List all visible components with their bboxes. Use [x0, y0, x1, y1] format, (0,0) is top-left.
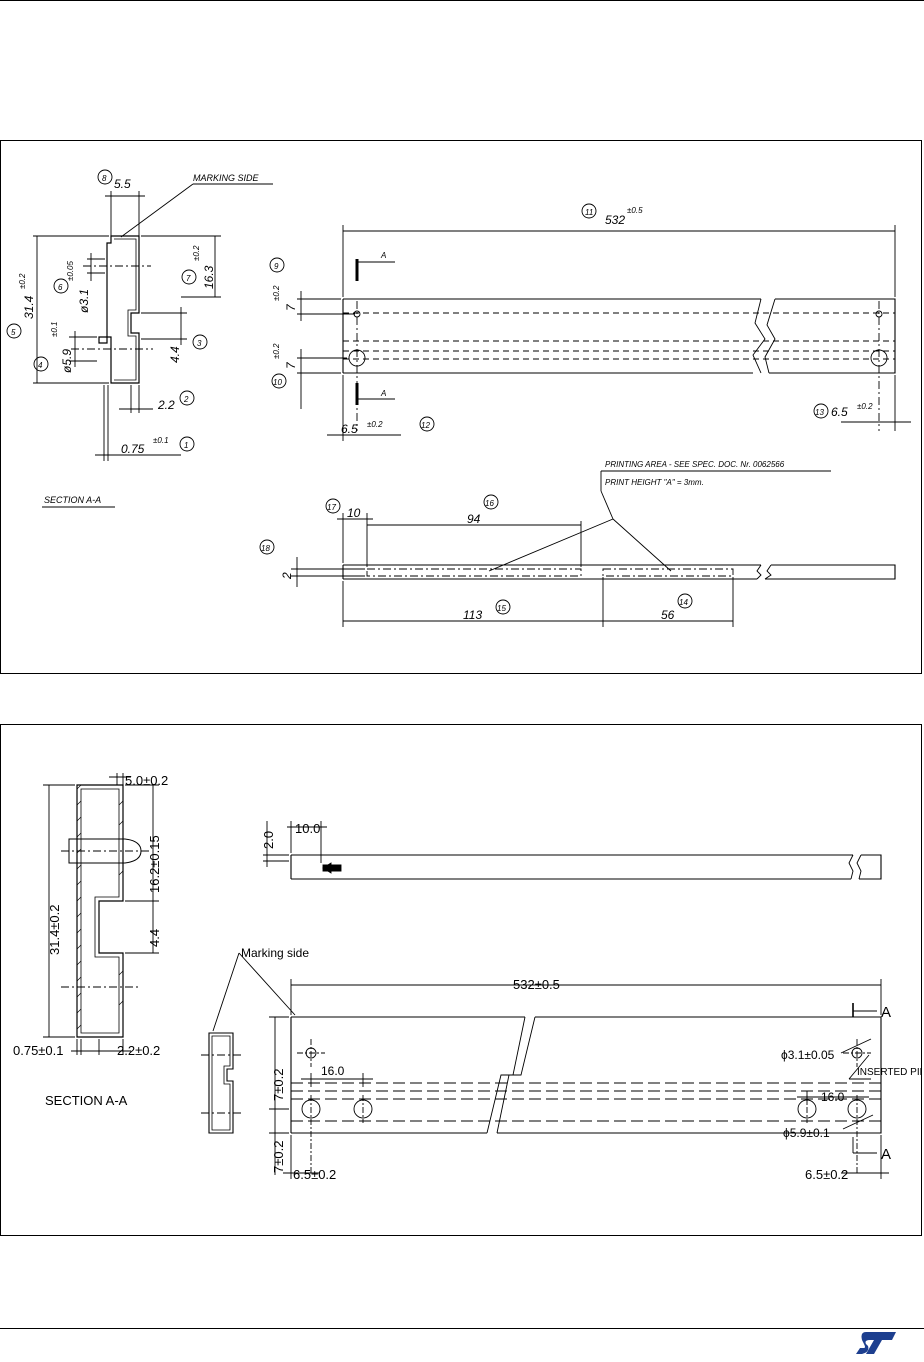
- callout-15: 15: [497, 604, 506, 613]
- lower-dim-3-1: ϕ3.1±0.05: [781, 1048, 835, 1062]
- st-logo-icon: [856, 1332, 896, 1354]
- dim-7-bottom: 7: [284, 361, 298, 369]
- lower-dim-2-0: 2.0: [261, 831, 276, 849]
- printing-note-line-2: PRINT HEIGHT "A" = 3mm.: [605, 478, 704, 487]
- dim-5-9: ø5.9: [60, 349, 74, 373]
- lower-tube-top-view: [290, 1016, 882, 1175]
- tol-6-5-left: ±0.2: [367, 420, 383, 429]
- lower-section-title: SECTION A-A: [45, 1093, 128, 1108]
- dim-16-3: 16.3: [202, 265, 216, 289]
- lower-dim-10-0: 10.0: [295, 821, 320, 836]
- callout-14: 14: [679, 598, 688, 607]
- lower-dim-4-4: 4.4: [147, 929, 162, 947]
- tol-0-75: ±0.1: [153, 436, 169, 445]
- dim-532: 532: [605, 213, 625, 227]
- dim-2: 2: [280, 572, 294, 580]
- upper-tube-top-view: [342, 298, 896, 431]
- tol-31-4: ±0.2: [18, 273, 27, 289]
- dim-31-4: 31.4: [22, 295, 36, 319]
- callout-11: 11: [585, 208, 593, 217]
- lower-dim-6-5-left: 6.5±0.2: [293, 1167, 336, 1182]
- top-rule: [0, 0, 924, 1]
- lower-end-view: [201, 1032, 241, 1134]
- callout-7: 7: [186, 274, 191, 283]
- upper-section-title: SECTION A-A: [44, 495, 101, 505]
- lower-dim-31-4: 31.4±0.2: [47, 904, 62, 955]
- callout-5: 5: [11, 328, 16, 337]
- dim-6-5-left: 6.5: [341, 422, 358, 436]
- tol-7-top: ±0.2: [272, 285, 281, 301]
- lower-dim-7-bottom: 7±0.2: [271, 1141, 286, 1173]
- lower-section-mark-a-bottom: A: [881, 1146, 891, 1163]
- dim-94: 94: [467, 512, 481, 526]
- dim-6-5-right: 6.5: [831, 405, 848, 419]
- lower-dim-7-top: 7±0.2: [271, 1069, 286, 1101]
- lower-dim-0-75: 0.75±0.1: [13, 1043, 64, 1058]
- lower-dim-16-2: 16.2±0.15: [147, 835, 162, 893]
- dim-3-1: ø3.1: [77, 289, 91, 313]
- callout-18: 18: [261, 544, 270, 553]
- upper-drawing: 5.5 8 MARKING SIDE 31.4 ±0.2 5 ø3.1 ±0.0…: [6, 169, 911, 627]
- printing-note-line-1: PRINTING AREA - SEE SPEC. DOC. Nr. 00625…: [605, 460, 785, 469]
- tol-16-3: ±0.2: [192, 245, 201, 261]
- upper-section-profile: [71, 235, 153, 384]
- inserted-pin-label: INSERTED PIN: [857, 1067, 921, 1078]
- dim-5-5: 5.5: [114, 177, 131, 191]
- callout-8: 8: [102, 174, 107, 183]
- callout-10: 10: [273, 378, 282, 387]
- callout-2: 2: [183, 395, 189, 404]
- callout-12: 12: [421, 421, 430, 430]
- tol-7-bottom: ±0.2: [272, 343, 281, 359]
- lower-dim-532: 532±0.5: [513, 977, 560, 992]
- tol-3-1: ±0.05: [66, 260, 75, 281]
- callout-6: 6: [58, 283, 63, 292]
- lower-dim-5-0: 5.0±0.2: [125, 773, 168, 788]
- callout-3: 3: [197, 339, 202, 348]
- upper-marking-side-label: MARKING SIDE: [193, 173, 260, 183]
- lower-dim-16-right: 16.0: [821, 1090, 845, 1104]
- section-mark-a-bottom: A: [380, 389, 386, 398]
- lower-drawing-panel: 5.0±0.2 31.4±0.2 16.2±0.15 4.4 0.75±0.1 …: [0, 724, 922, 1236]
- lower-tube-side-view: [290, 854, 882, 880]
- dim-10: 10: [347, 506, 361, 520]
- dim-2-2: 2.2: [157, 398, 175, 412]
- callout-16: 16: [485, 499, 494, 508]
- dim-4-4: 4.4: [168, 346, 182, 363]
- dim-0-75: 0.75: [121, 442, 145, 456]
- callout-13: 13: [815, 408, 824, 417]
- dim-113: 113: [463, 608, 482, 622]
- lower-dim-16-left: 16.0: [321, 1064, 345, 1078]
- lower-marking-side-label: Marking side: [241, 946, 309, 960]
- bottom-rule: [0, 1328, 924, 1329]
- callout-1: 1: [184, 441, 188, 450]
- lower-section-mark-a-top: A: [881, 1004, 891, 1021]
- callout-17: 17: [327, 503, 336, 512]
- tol-6-5-right: ±0.2: [857, 402, 873, 411]
- callout-4: 4: [38, 361, 43, 370]
- dim-56: 56: [661, 608, 675, 622]
- callout-9: 9: [274, 262, 279, 271]
- section-mark-a-top: A: [380, 251, 386, 260]
- dim-7-top: 7: [284, 303, 298, 311]
- tol-532: ±0.5: [627, 206, 643, 215]
- lower-dim-5-9: ϕ5.9±0.1: [783, 1126, 830, 1140]
- upper-tube-side-view: [342, 564, 896, 580]
- lower-dim-2-2: 2.2±0.2: [117, 1043, 160, 1058]
- tol-5-9: ±0.1: [50, 321, 59, 337]
- upper-drawing-panel: 5.5 8 MARKING SIDE 31.4 ±0.2 5 ø3.1 ±0.0…: [0, 140, 922, 674]
- lower-dim-6-5-right: 6.5±0.2: [805, 1167, 848, 1182]
- lower-section-profile: [61, 784, 151, 1038]
- lower-drawing: 5.0±0.2 31.4±0.2 16.2±0.15 4.4 0.75±0.1 …: [13, 773, 921, 1182]
